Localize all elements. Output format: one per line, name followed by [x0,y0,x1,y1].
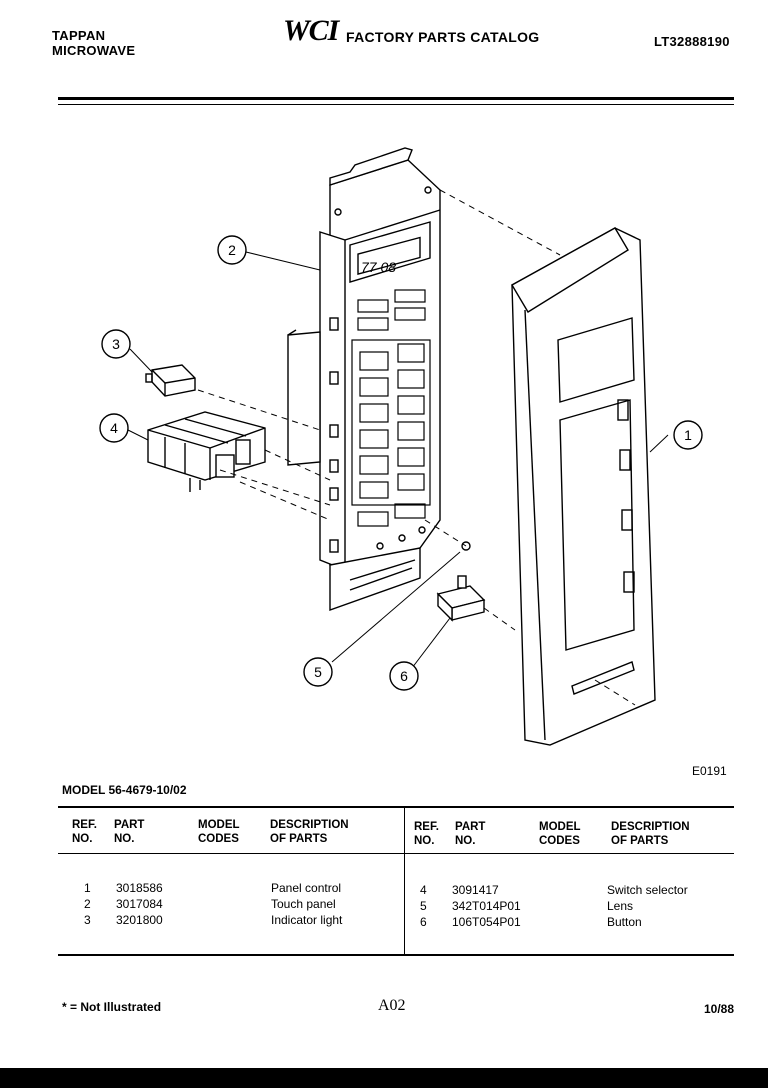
description-cell: Lens [607,899,634,913]
callout-2: 2 [228,242,236,258]
part-cell: 3201800 [116,913,163,927]
callout-1: 1 [684,427,692,443]
scan-edge-bar [0,1068,768,1088]
header-ref-no-right: REF.NO. [414,821,439,847]
brand-line-1: TAPPAN [52,28,106,43]
description-cell: Switch selector [607,883,688,897]
part-cell: 3091417 [452,883,499,897]
description-cell: Indicator light [271,913,343,927]
part-cell: 342T014P01 [452,899,521,913]
switch-selector [147,411,266,492]
catalog-title: FACTORY PARTS CATALOG [346,29,540,45]
description-cell: Touch panel [271,897,336,911]
table-column-divider [404,808,405,954]
table-header-rule [58,853,734,854]
callout-6: 6 [400,668,408,684]
exploded-parts-diagram: 77 08 [99,147,703,746]
callout-5: 5 [314,664,322,680]
revision-date: 10/88 [704,1002,735,1016]
ref-cell: 5 [420,899,427,913]
ref-cell: 2 [84,897,91,911]
button-part [436,575,486,622]
part-cell: 106T054P01 [452,915,521,929]
ref-cell: 6 [420,915,427,929]
description-cell: Button [607,915,642,929]
description-cell: Panel control [271,881,342,895]
callout-4: 4 [110,420,118,436]
page-number: A02 [378,997,406,1014]
panel-control-frame [287,147,441,611]
ref-cell: 3 [84,913,91,927]
front-panel [511,227,656,746]
table-bottom-rule [58,954,734,956]
brand-name: TAPPAN MICROWAVE [52,28,135,58]
header-ref-no-left: REF.NO. [72,819,97,845]
part-cell: 3017084 [116,897,163,911]
indicator-light [145,364,196,397]
ref-cell: 1 [84,881,91,895]
header-rule-thin [58,104,734,105]
model-number: MODEL 56-4679-10/02 [62,783,187,797]
callouts [99,235,703,691]
header-rule [58,97,734,100]
table-top-rule [58,806,734,808]
brand-line-2: MICROWAVE [52,43,136,58]
drawing-code: E0191 [692,764,727,778]
wci-logo: WCI [283,14,339,47]
catalog-number: LT32888190 [654,34,730,49]
display-readout: 77 08 [361,259,396,275]
part-cell: 3018586 [116,881,163,895]
not-illustrated-note: * = Not Illustrated [62,1000,162,1014]
ref-cell: 4 [420,883,427,897]
callout-3: 3 [112,336,120,352]
